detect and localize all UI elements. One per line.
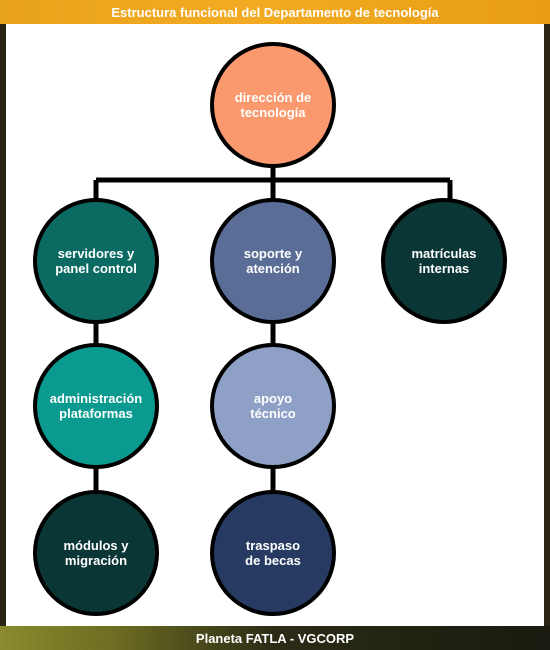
node-label: traspaso de becas [245, 538, 301, 568]
node-matriculas: matrículas internas [381, 198, 507, 324]
left-border [0, 24, 6, 626]
node-servidores: servidores y panel control [33, 198, 159, 324]
node-label: administración plataformas [49, 391, 143, 421]
node-label: matrículas internas [411, 246, 477, 276]
node-label: apoyo técnico [250, 391, 296, 421]
node-label: soporte y atención [243, 246, 303, 276]
node-label: servidores y panel control [55, 246, 137, 276]
node-direccion-tecnologia: dirección de tecnología [210, 42, 336, 168]
node-modulos: módulos y migración [33, 490, 159, 616]
node-administracion: administración plataformas [33, 343, 159, 469]
node-apoyo: apoyo técnico [210, 343, 336, 469]
right-border [544, 24, 550, 626]
footer: Planeta FATLA - VGCORP [0, 626, 550, 650]
node-label: módulos y migración [63, 538, 129, 568]
page-title: Estructura funcional del Departamento de… [0, 0, 550, 24]
node-soporte: soporte y atención [210, 198, 336, 324]
node-label: dirección de tecnología [234, 90, 312, 120]
node-traspaso: traspaso de becas [210, 490, 336, 616]
